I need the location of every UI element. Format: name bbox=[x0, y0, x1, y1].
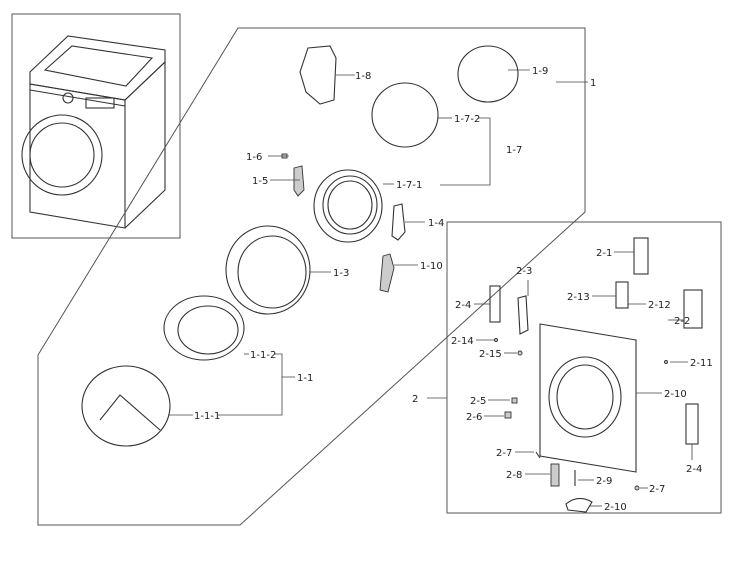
label-2-4-left: 2-4 bbox=[455, 300, 471, 311]
label-2-12: 2-12 bbox=[648, 300, 671, 311]
label-1-7-2: 1-7-2 bbox=[454, 114, 480, 125]
label-1-1-1: 1-1-1 bbox=[194, 411, 220, 422]
group-1-frame bbox=[37, 27, 586, 526]
label-2-15: 2-15 bbox=[479, 349, 502, 360]
label-2-6: 2-6 bbox=[466, 412, 482, 423]
label-2-10-lower: 2-10 bbox=[604, 502, 627, 513]
label-2-13: 2-13 bbox=[567, 292, 590, 303]
label-2-9: 2-9 bbox=[596, 476, 612, 487]
leader-lines bbox=[168, 69, 693, 507]
label-2-3: 2-3 bbox=[516, 266, 532, 277]
label-2-11: 2-11 bbox=[690, 358, 713, 369]
label-1-7: 1-7 bbox=[506, 145, 522, 156]
label-1-4: 1-4 bbox=[428, 218, 444, 229]
label-1-10: 1-10 bbox=[420, 261, 443, 272]
label-1-1-2: 1-1-2 bbox=[250, 350, 276, 361]
label-2-8: 2-8 bbox=[506, 470, 522, 481]
label-2-1: 2-1 bbox=[596, 248, 612, 259]
label-2-2: 2-2 bbox=[674, 316, 690, 327]
label-2-5: 2-5 bbox=[470, 396, 486, 407]
label-1-5: 1-5 bbox=[252, 176, 268, 187]
label-2-7-right: 2-7 bbox=[649, 484, 665, 495]
label-1-8: 1-8 bbox=[355, 71, 371, 82]
group-2-parts bbox=[489, 237, 703, 513]
appliance-overview-inset bbox=[11, 13, 181, 239]
label-1-6: 1-6 bbox=[246, 152, 262, 163]
label-2-14: 2-14 bbox=[451, 336, 474, 347]
label-1-1: 1-1 bbox=[297, 373, 313, 384]
label-2-4-right: 2-4 bbox=[686, 464, 702, 475]
label-2: 2 bbox=[412, 394, 418, 405]
group-1-parts bbox=[81, 45, 519, 447]
label-1: 1 bbox=[590, 78, 596, 89]
label-2-10-panel: 2-10 bbox=[664, 389, 687, 400]
label-1-9: 1-9 bbox=[532, 66, 548, 77]
label-1-7-1: 1-7-1 bbox=[396, 180, 422, 191]
label-1-3: 1-3 bbox=[333, 268, 349, 279]
part-labels: 1 1-8 1-9 1-7-2 1-7 1-7-1 1-6 1-5 1-4 1-… bbox=[194, 66, 713, 513]
group-2-frame bbox=[446, 221, 722, 514]
label-2-7-left: 2-7 bbox=[496, 448, 512, 459]
